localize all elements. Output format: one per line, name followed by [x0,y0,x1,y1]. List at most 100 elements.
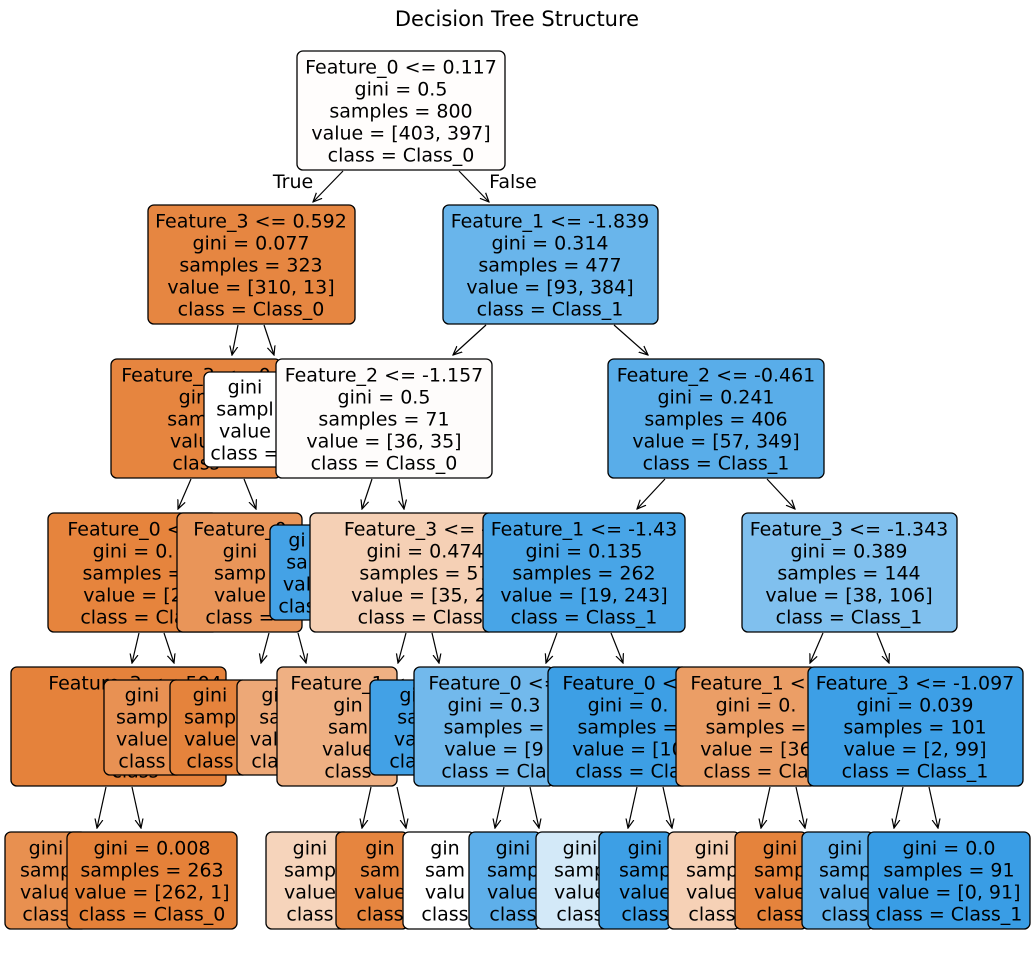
tree-edge-arrow [297,632,306,663]
node-text-line: gini = 0. [588,695,669,717]
tree-edge-arrow [795,786,805,828]
node-text-line: samp [487,860,539,882]
node-text-line: Feature_0 <= 0.117 [305,57,497,79]
node-text-line: sam [425,860,465,882]
node-text-line: class [118,751,165,773]
tree-edge-arrow [495,786,505,828]
node-text-line: gini [293,838,328,860]
node-text-line: sam [360,860,400,882]
node-text-line: samp [686,860,738,882]
tree-edge-arrow [263,324,274,355]
tree-edge-arrow [178,478,192,509]
node-text-line: class = Class_1 [643,453,790,475]
node-text-line: value [754,882,806,904]
node-text-line: value [819,882,871,904]
node-text-line: class = [205,607,274,629]
node-text-line: gini [828,838,863,860]
tree-edge-arrow [431,632,439,663]
tree-edge-arrow [313,170,344,202]
node-text-line: gini = 0.135 [525,541,642,563]
tree-edge-arrow [613,324,648,355]
node-box [66,831,238,930]
node-text-line: samples = 406 [644,409,787,431]
node-text-line: value = [403, 397] [311,123,490,145]
node-text-line: gini = 0.5 [338,387,431,409]
node-text-line: samples = [444,717,545,739]
node-text-line: class [186,751,233,773]
node-text-line: value [284,882,336,904]
node-text-line: Feature_0 <= [67,519,198,541]
tree-edge-arrow [396,786,406,828]
node-text-line: value [214,585,266,607]
node-text-line: samples = 101 [843,717,986,739]
node-text-line: value [116,729,168,751]
node-text-line: class = Class_0 [178,299,325,321]
tree-edge-arrow [610,632,623,663]
node-text-line: class [556,904,603,926]
node-text-line: value [322,739,374,761]
node-text-line: class = Class_1 [477,299,624,321]
node-text-line: class [688,904,735,926]
node-text-line: Feature_3 <= -1. [344,519,506,541]
node-text-line: value = [310, 13] [167,277,334,299]
diagram-title: Decision Tree Structure [395,7,639,31]
node-text-line: gini = 0.474 [366,541,483,563]
tree-edge-arrow [399,478,404,509]
node-box [741,512,958,633]
node-text-line: gini = 0.5 [355,79,448,101]
node-text-line: gini = 0. [93,541,174,563]
tree-edge-arrow [243,478,256,509]
tree-edge-arrow [761,786,771,828]
node-text-line: value = [93, 384] [466,277,633,299]
node-text-line: value = [36 [700,739,812,761]
node-text-line: value = [35, 22 [351,585,499,607]
tree-edge-arrow [453,324,487,355]
node-text-line: value = [9 [444,739,543,761]
tree-edge-arrow [97,786,107,828]
node-text-line: class = Cla [575,761,680,783]
node-text-line: Feature_0 <= [428,673,559,695]
node-text-line: samp [754,860,806,882]
node-text-line: gini = 0.389 [790,541,907,563]
node-text-line: samples = 477 [478,255,621,277]
node-text-line: gini = 0.314 [491,233,608,255]
node-text-line: class = Cla [441,761,546,783]
node-text-line: gini = 0.039 [856,695,973,717]
tree-edge-arrow [458,170,489,202]
node-text-line: class = Class_0 [311,453,458,475]
node-box [607,358,825,479]
tree-edge-arrow [261,632,270,663]
node-text-line: sa [286,552,308,574]
node-text-line: value = [262, 1] [74,882,229,904]
node-text-line: gini = 0. [716,695,797,717]
node-text-line: samples = 71 [318,409,449,431]
node-text-line: Feature_3 <= -1.097 [816,673,1015,695]
node-box [867,831,1031,930]
node-text-line: sam [328,717,368,739]
node-text-line: class = Class_1 [876,904,1023,926]
node-text-line: valu [425,882,465,904]
node-text-line: gini [193,685,228,707]
tree-edges [97,170,938,828]
node-text-line: class = Class_1 [842,761,989,783]
node-text-line: class [356,904,403,926]
node-text-line: samples = [578,717,679,739]
node-text-line: class = Cla [80,607,185,629]
node-text-line: class [821,904,868,926]
node-text-line: class = Cla [703,761,808,783]
